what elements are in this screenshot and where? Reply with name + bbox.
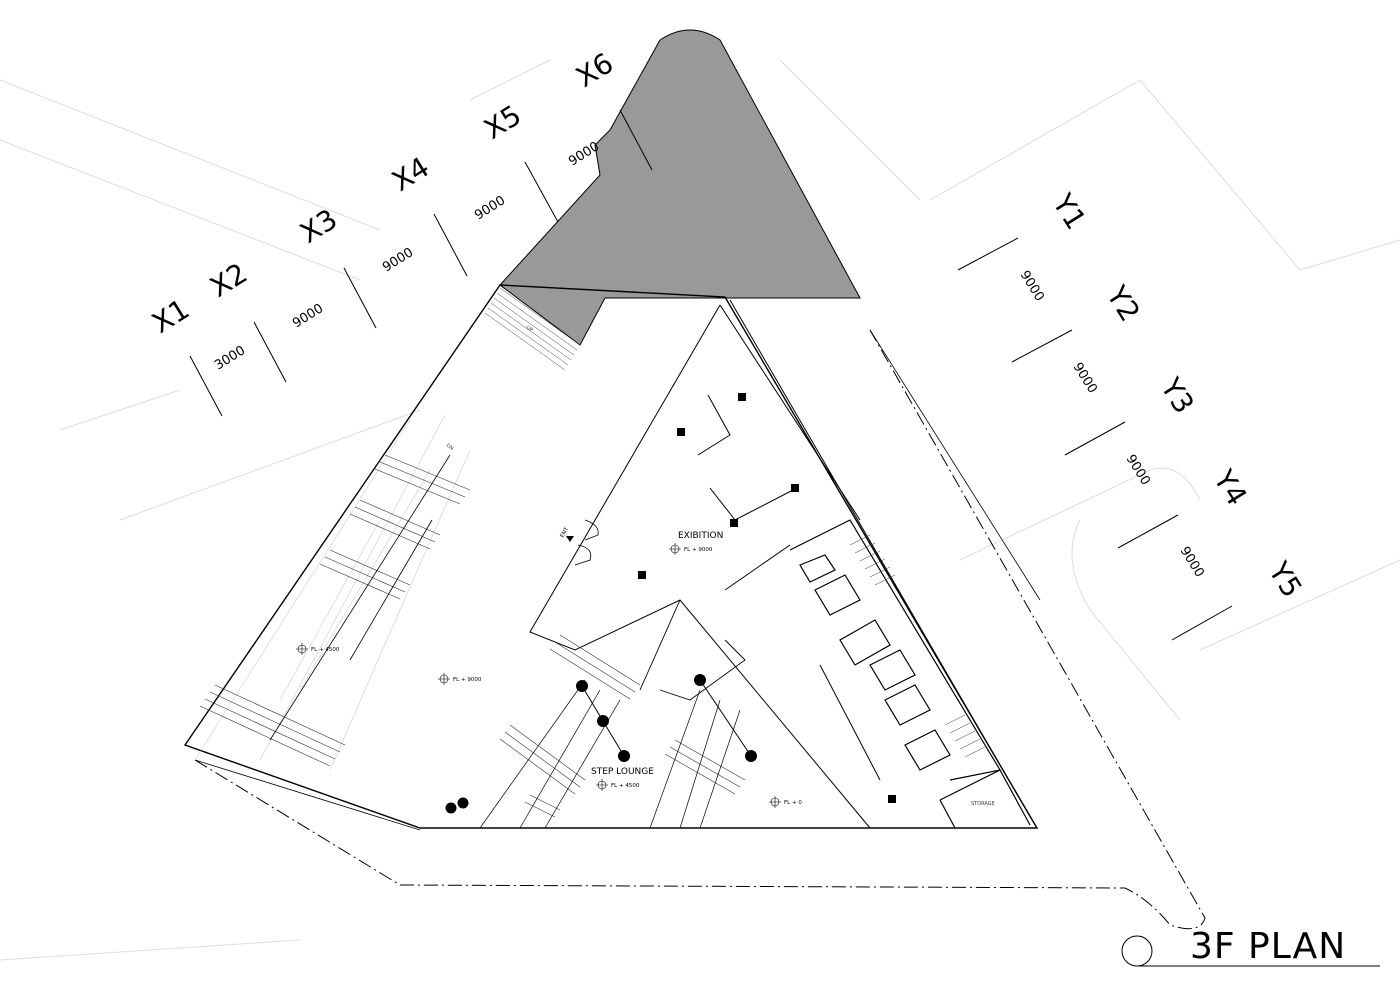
site-edge-lines bbox=[194, 329, 1041, 831]
dim-y1-y2: 9000 bbox=[1017, 268, 1047, 304]
dim-x3-x4: 9000 bbox=[380, 245, 416, 275]
title-circle-icon bbox=[1121, 935, 1153, 967]
dim-x2-x3: 9000 bbox=[290, 301, 326, 331]
columns bbox=[638, 393, 896, 803]
grid-label-x6: X6 bbox=[570, 46, 619, 94]
dim-y4-y5: 9000 bbox=[1177, 544, 1207, 580]
context-lines bbox=[0, 59, 1400, 961]
column-connectors bbox=[581, 679, 752, 757]
level-label-exhibition: FL + 9000 bbox=[684, 547, 713, 553]
grid-label-x4: X4 bbox=[386, 150, 435, 198]
entrance-arrow-icon bbox=[566, 536, 574, 542]
stair-down-label: DN bbox=[445, 443, 455, 452]
level-label-right-hall: FL + 0 bbox=[784, 800, 802, 806]
entrance-doors bbox=[574, 519, 599, 566]
dim-x1-x2: 3000 bbox=[212, 343, 248, 373]
room-label-storage: STORAGE bbox=[971, 801, 995, 807]
left-stair-treads bbox=[199, 454, 471, 767]
room-label-exhibition: EXIBITION bbox=[678, 531, 723, 541]
grid-label-y3: Y3 bbox=[1154, 371, 1201, 419]
building-outline bbox=[183, 284, 1039, 829]
step-lounge-treads bbox=[499, 634, 746, 818]
site-boundary bbox=[194, 329, 1206, 930]
left-stair-centerline bbox=[269, 454, 451, 741]
grid-label-x1: X1 bbox=[146, 292, 195, 340]
step-lounge-walls bbox=[639, 599, 746, 701]
core-stairs bbox=[849, 534, 986, 758]
exhibition-partitions bbox=[697, 394, 881, 781]
grid-label-y5: Y5 bbox=[1262, 555, 1309, 603]
level-marker-icons bbox=[296, 543, 781, 808]
step-lounge-rails bbox=[479, 679, 741, 829]
grid-label-x5: X5 bbox=[478, 98, 527, 146]
grid-label-y2: Y2 bbox=[1100, 279, 1147, 327]
level-label-left-mid: FL + 9000 bbox=[453, 677, 482, 683]
stair-up-label: UP bbox=[525, 325, 534, 334]
dim-y2-y3: 9000 bbox=[1070, 360, 1100, 396]
dim-x4-x5: 9000 bbox=[472, 193, 508, 223]
drawing-title: 3F PLAN bbox=[1190, 926, 1346, 967]
left-stair-hatch bbox=[194, 414, 471, 771]
grid-label-x2: X2 bbox=[204, 256, 253, 304]
x-axis-ticks bbox=[189, 109, 653, 417]
level-label-left-stair: FL + 4500 bbox=[311, 647, 340, 653]
y-axis-ticks bbox=[957, 237, 1233, 641]
upper-stair bbox=[484, 287, 581, 371]
entrance-label: ENT bbox=[560, 526, 571, 539]
level-label-step-lounge: FL + 4500 bbox=[611, 783, 640, 789]
building-inner-wall bbox=[729, 299, 1033, 821]
exhibition-walls bbox=[529, 304, 871, 829]
room-label-step-lounge: STEP LOUNGE bbox=[591, 767, 654, 777]
dim-x5-x6: 9000 bbox=[566, 139, 602, 169]
grid-label-x3: X3 bbox=[294, 202, 343, 250]
grid-label-y4: Y4 bbox=[1207, 463, 1254, 511]
dim-y3-y4: 9000 bbox=[1123, 452, 1153, 488]
grid-label-y1: Y1 bbox=[1046, 187, 1093, 235]
service-core bbox=[789, 519, 1031, 829]
roof-void-area bbox=[499, 29, 861, 346]
